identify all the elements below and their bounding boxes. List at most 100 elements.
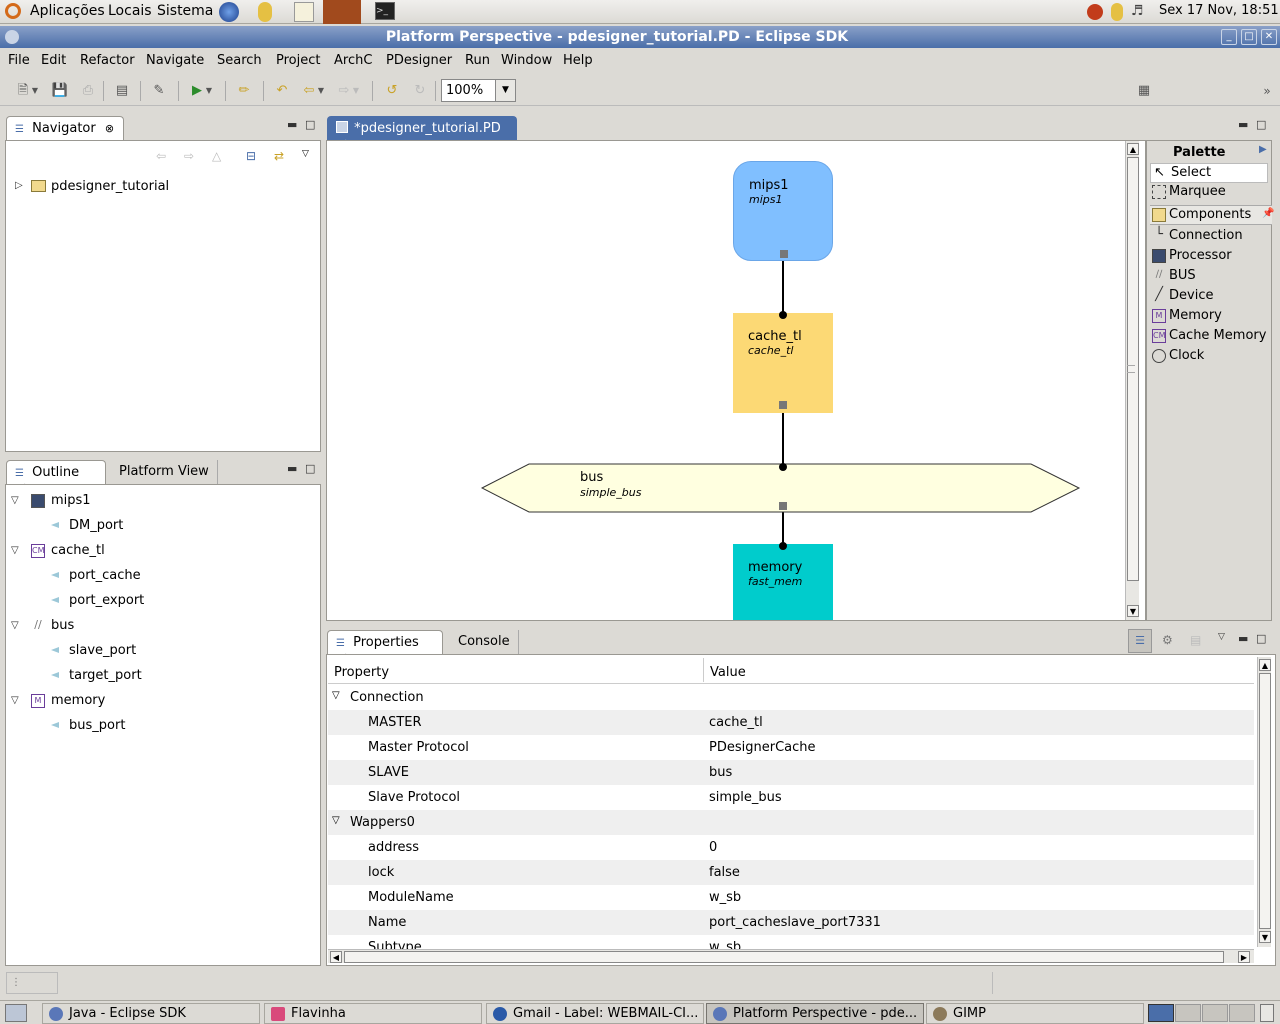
maximize-icon[interactable]: □: [305, 118, 316, 131]
diagram-canvas[interactable]: mips1 mips1 cache_tl cache_tl bus simple…: [326, 140, 1146, 621]
workspace-1[interactable]: [1148, 1004, 1174, 1022]
canvas-scrollbar[interactable]: ▲ ▼: [1125, 141, 1139, 620]
tree-item-port[interactable]: slave_port: [11, 642, 311, 664]
bus-node[interactable]: [481, 463, 1081, 513]
workspace-4[interactable]: [1229, 1004, 1255, 1022]
open-type-icon[interactable]: ✎: [153, 83, 165, 98]
tree-item-port[interactable]: bus_port: [11, 717, 311, 739]
tree-item-port[interactable]: DM_port: [11, 517, 311, 539]
menu-project[interactable]: Project: [276, 53, 321, 68]
port-handle[interactable]: [779, 502, 787, 510]
forward-icon[interactable]: ⇨: [338, 83, 350, 98]
scroll-thumb[interactable]: [1127, 157, 1139, 581]
open-perspective-icon[interactable]: ▦: [1137, 83, 1151, 98]
back-icon[interactable]: ⇦: [303, 83, 315, 98]
menu-places[interactable]: Locais: [108, 3, 152, 19]
property-value[interactable]: port_cacheslave_port7331: [709, 915, 881, 930]
taskbar-item[interactable]: Flavinha: [264, 1003, 482, 1024]
volume-icon[interactable]: ♬: [1131, 3, 1144, 19]
tree-item-cache-tl[interactable]: ▽ CM cache_tl: [11, 542, 311, 564]
minimize-icon[interactable]: ▬: [287, 462, 298, 475]
scroll-up-icon[interactable]: ▲: [1259, 659, 1271, 671]
pin-icon[interactable]: 📌: [1262, 208, 1275, 219]
show-desktop-icon[interactable]: [5, 1004, 27, 1022]
window-menu-icon[interactable]: [5, 30, 19, 44]
menu-refactor[interactable]: Refactor: [80, 53, 135, 68]
more-perspectives-icon[interactable]: »: [1263, 84, 1271, 98]
maximize-icon[interactable]: □: [1256, 118, 1267, 131]
restore-default-icon[interactable]: ▤: [1190, 633, 1202, 647]
property-category-connection[interactable]: ▽ Connection: [328, 685, 1254, 710]
maximize-icon[interactable]: □: [305, 462, 316, 475]
port-handle[interactable]: [779, 401, 787, 409]
view-menu-icon[interactable]: ▽: [302, 149, 309, 159]
tree-item-mips1[interactable]: ▽ mips1: [11, 492, 311, 514]
ubuntu-logo-icon[interactable]: [5, 3, 21, 19]
scroll-down-icon[interactable]: ▼: [1259, 931, 1271, 943]
property-value[interactable]: simple_bus: [709, 790, 782, 805]
scroll-up-icon[interactable]: ▲: [1127, 143, 1139, 155]
scroll-right-icon[interactable]: ▶: [1238, 951, 1250, 963]
tree-item-project[interactable]: ▷ pdesigner_tutorial: [11, 177, 311, 199]
taskbar-item[interactable]: GIMP: [926, 1003, 1144, 1024]
port-handle[interactable]: [780, 250, 788, 258]
workspace-2[interactable]: [1175, 1004, 1201, 1022]
save-icon[interactable]: 💾: [51, 83, 69, 98]
connection-wire[interactable]: [782, 257, 784, 317]
minimize-icon[interactable]: ▬: [1238, 118, 1249, 131]
show-advanced-icon[interactable]: ⚙: [1162, 633, 1173, 647]
properties-vscrollbar[interactable]: ▲ ▼: [1257, 657, 1271, 947]
collapse-icon[interactable]: ▽: [332, 815, 340, 826]
menu-help[interactable]: Help: [563, 53, 593, 68]
property-row[interactable]: ModuleName w_sb: [328, 885, 1254, 910]
status-handle[interactable]: ⋮: [6, 972, 58, 994]
palette-drawer-components[interactable]: Components 📌: [1150, 205, 1275, 225]
tab-platform-view[interactable]: Platform View: [111, 460, 218, 484]
menu-system[interactable]: Sistema: [157, 3, 214, 19]
property-value[interactable]: w_sb: [709, 940, 742, 949]
collapse-all-icon[interactable]: ⊟: [246, 149, 257, 163]
properties-hscrollbar[interactable]: ◀ ▶: [328, 949, 1254, 963]
text-editor-launcher-icon[interactable]: [294, 2, 314, 22]
close-window-button[interactable]: ✕: [1261, 29, 1277, 45]
property-row[interactable]: Subtype w_sb: [328, 935, 1254, 949]
redo-icon[interactable]: ↻: [414, 83, 426, 98]
maximize-icon[interactable]: □: [1256, 632, 1267, 645]
clock[interactable]: Sex 17 Nov, 18:51: [1159, 3, 1279, 18]
tab-navigator[interactable]: ☰ Navigator ⊗: [6, 116, 124, 140]
trash-icon[interactable]: [1260, 1004, 1274, 1022]
cache-node[interactable]: cache_tl cache_tl: [733, 311, 833, 413]
memory-node[interactable]: memory fast_mem: [733, 542, 833, 620]
column-divider[interactable]: [703, 658, 704, 682]
column-header-value[interactable]: Value: [710, 665, 746, 680]
property-row[interactable]: MASTER cache_tl: [328, 710, 1254, 735]
property-value[interactable]: 0: [709, 840, 718, 855]
link-editor-icon[interactable]: ⇄: [274, 149, 285, 163]
property-category-wappers[interactable]: ▽ Wappers0: [328, 810, 1254, 835]
messenger-launcher-icon[interactable]: [258, 2, 272, 22]
notification-icon[interactable]: [1087, 4, 1103, 20]
close-icon[interactable]: ⊗: [104, 122, 115, 135]
collapse-icon[interactable]: ▽: [11, 620, 19, 631]
scroll-thumb[interactable]: [344, 951, 1224, 963]
run-dropdown-icon[interactable]: ▼: [205, 86, 213, 95]
view-menu-icon[interactable]: ▽: [1218, 632, 1225, 642]
collapse-icon[interactable]: ▽: [11, 545, 19, 556]
palette-marquee-tool[interactable]: Marquee: [1150, 183, 1268, 203]
property-value[interactable]: bus: [709, 765, 733, 780]
undo-icon[interactable]: ↺: [386, 83, 398, 98]
collapse-icon[interactable]: ▽: [332, 690, 340, 701]
window-titlebar[interactable]: Platform Perspective - pdesigner_tutoria…: [0, 26, 1280, 48]
expand-icon[interactable]: ▷: [15, 180, 23, 191]
last-edit-icon[interactable]: ↶: [276, 83, 288, 98]
property-value[interactable]: cache_tl: [709, 715, 763, 730]
tree-item-port[interactable]: port_cache: [11, 567, 311, 589]
back-dropdown-icon[interactable]: ▼: [317, 86, 325, 95]
collapse-icon[interactable]: ▽: [11, 695, 19, 706]
palette-resize-handle[interactable]: [1127, 365, 1135, 373]
workspace-3[interactable]: [1202, 1004, 1228, 1022]
taskbar-item[interactable]: Java - Eclipse SDK: [42, 1003, 260, 1024]
menu-file[interactable]: File: [8, 53, 30, 68]
show-categories-icon[interactable]: ☰: [1128, 629, 1152, 653]
new-dropdown-icon[interactable]: ▼: [31, 86, 39, 95]
